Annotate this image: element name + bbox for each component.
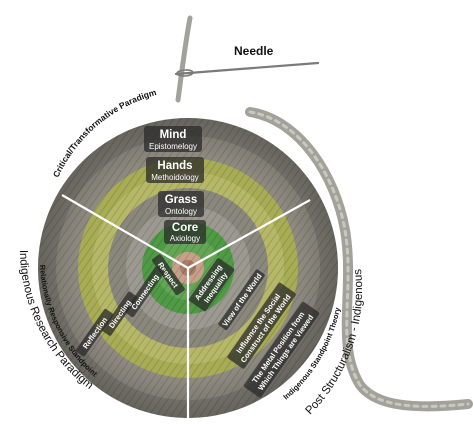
ring-subtitle-core: Axiology bbox=[170, 234, 200, 243]
needle-icon bbox=[174, 61, 320, 77]
needle-label: Needle bbox=[234, 44, 274, 58]
ring-subtitle-mind: Epistomelogy bbox=[149, 142, 197, 151]
ring-title-core: Core bbox=[172, 222, 198, 234]
ring-subtitle-hands: Methoidology bbox=[151, 173, 199, 182]
ring-label-mind: Mind Epistomelogy bbox=[144, 126, 202, 152]
ring-title-hands: Hands bbox=[157, 160, 192, 172]
rope-thread-highlight bbox=[248, 110, 470, 408]
sector-dividers bbox=[61, 194, 311, 418]
ring-label-core: Core Axiology bbox=[164, 220, 206, 244]
ring-title-grass: Grass bbox=[165, 194, 198, 206]
ring-subtitle-grass: Ontology bbox=[165, 207, 197, 216]
thread-strand bbox=[175, 15, 193, 103]
ring-title-mind: Mind bbox=[160, 129, 187, 141]
ring-label-grass: Grass Ontology bbox=[158, 191, 204, 217]
ring-label-hands: Hands Methoidology bbox=[146, 157, 204, 183]
